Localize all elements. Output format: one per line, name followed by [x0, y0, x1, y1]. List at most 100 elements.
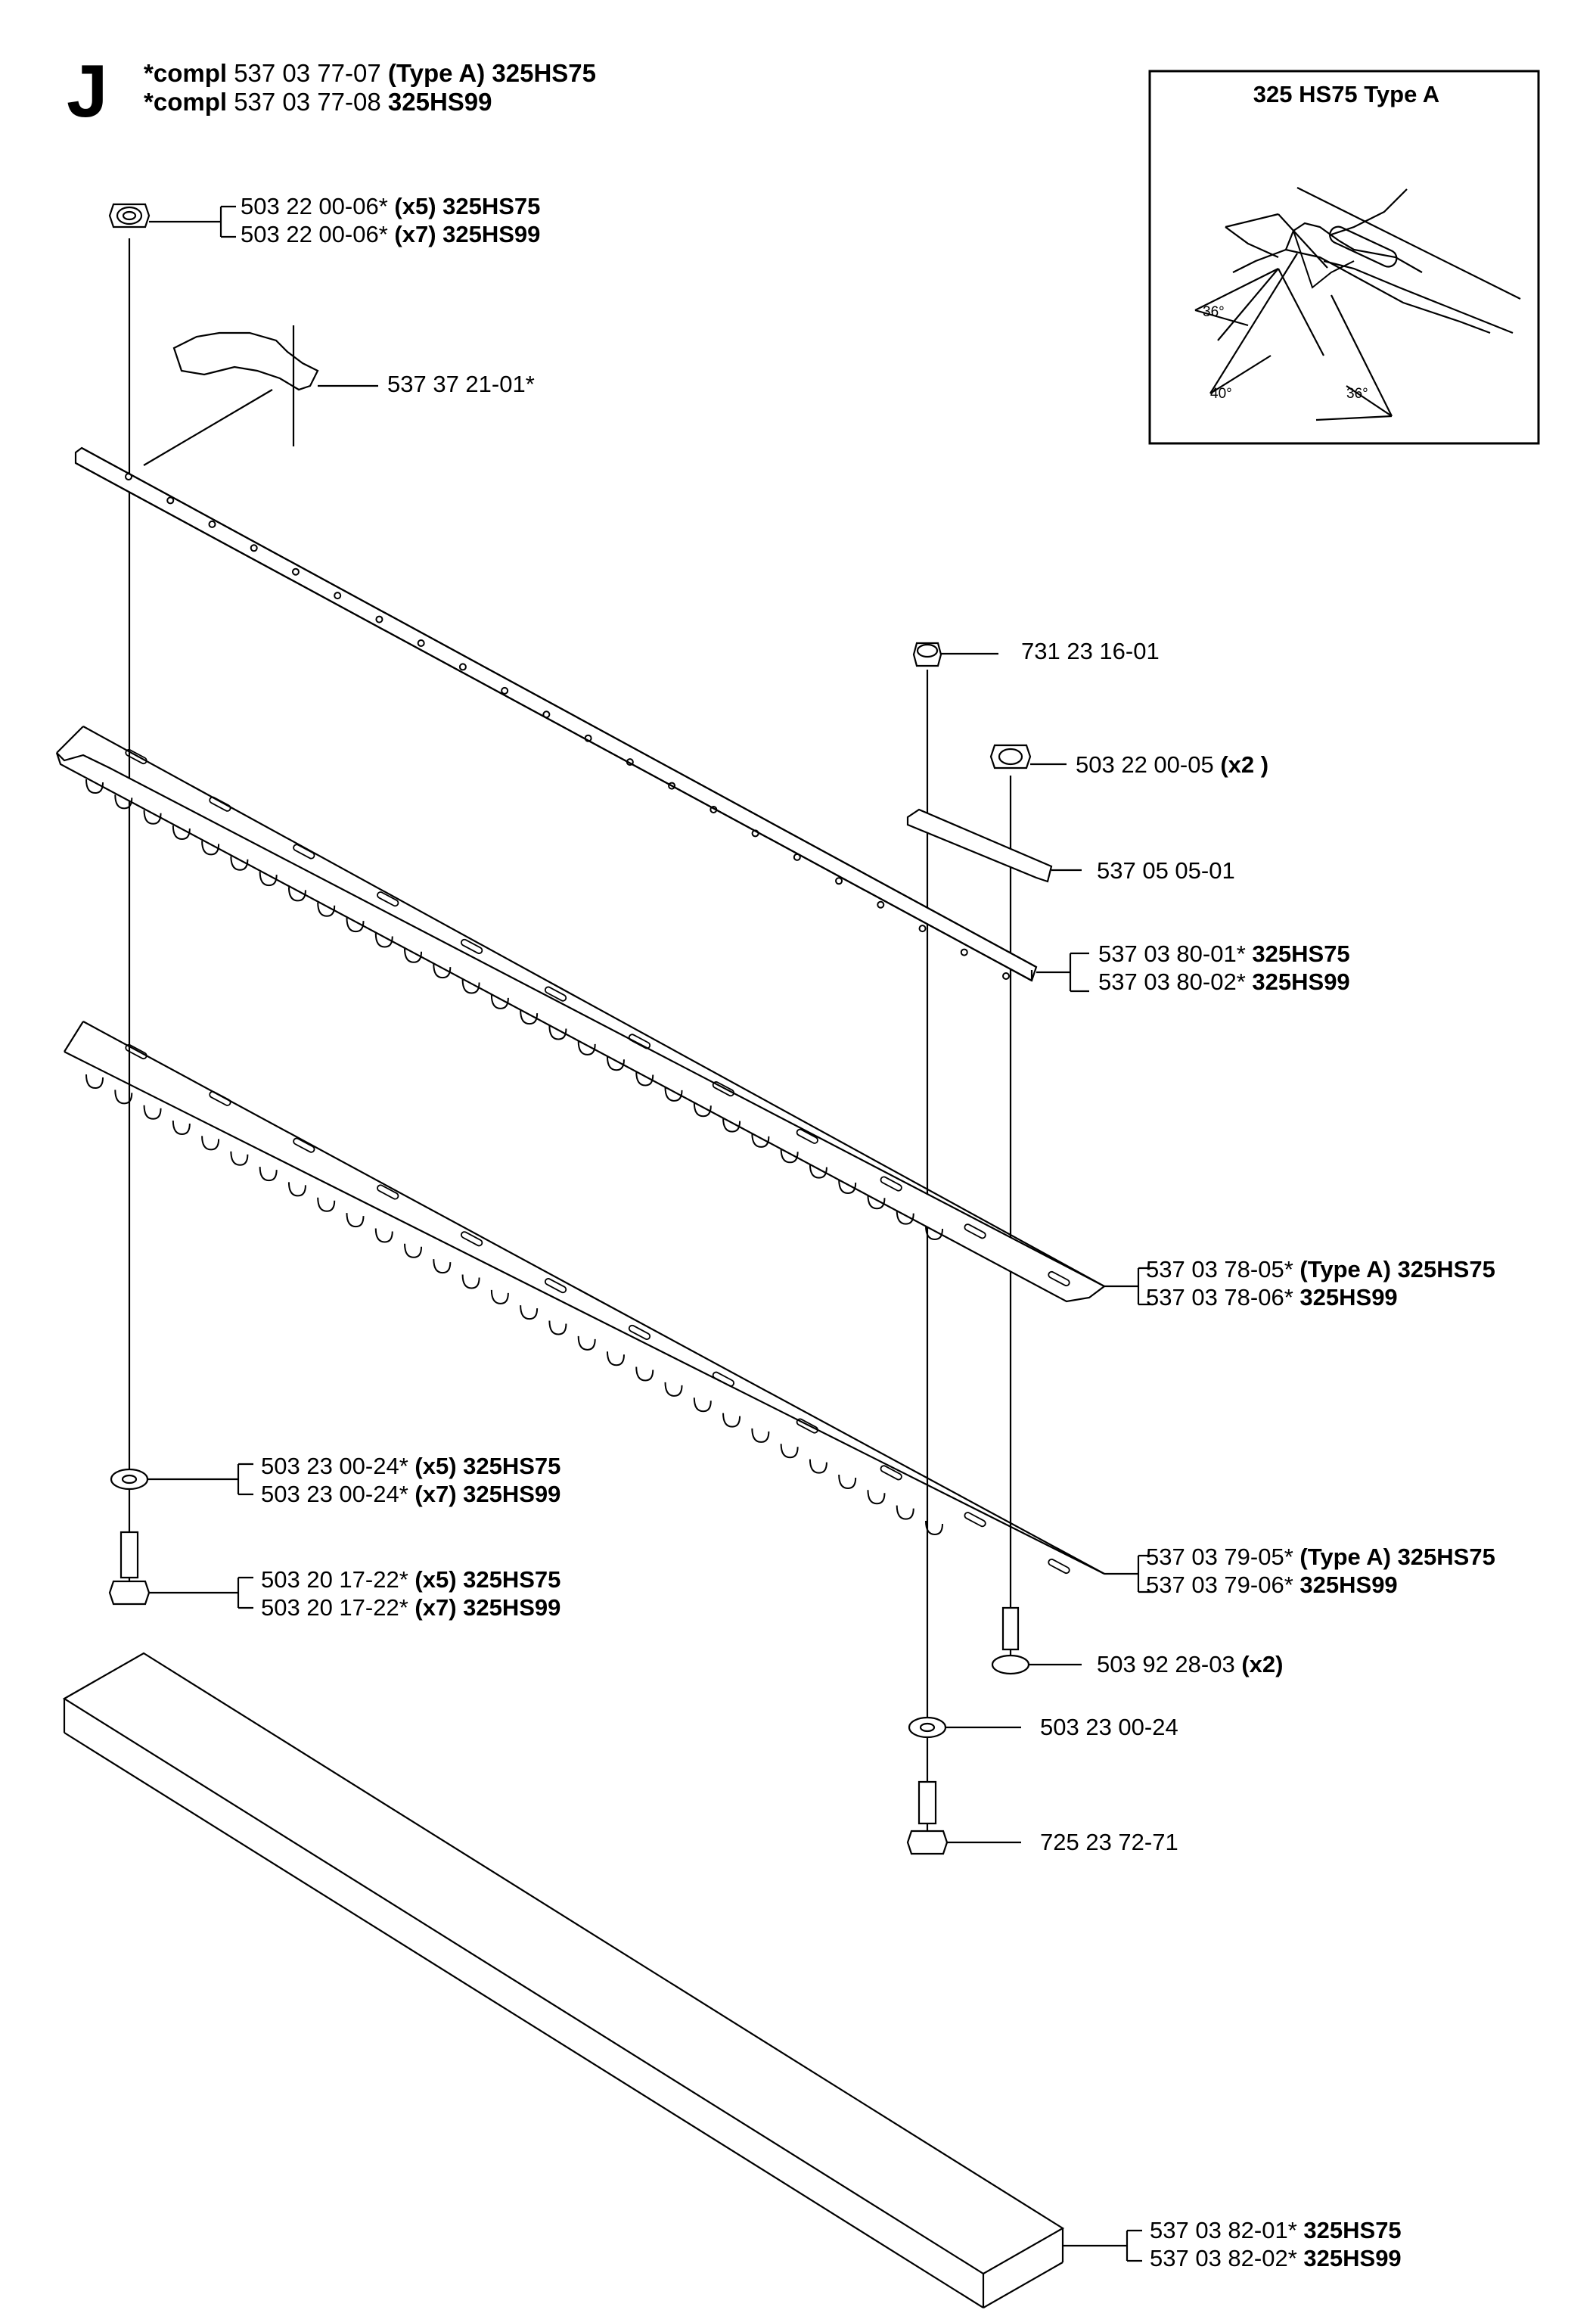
part-label: 537 03 78-06* 325HS99 — [1146, 1284, 1398, 1310]
connecting-plate — [906, 808, 1082, 883]
blade-slot — [880, 1176, 902, 1192]
blade-tooth — [780, 1149, 799, 1164]
header-line-1: *compl 537 03 77-07 (Type A) 325HS75 — [144, 59, 596, 87]
support-bar — [74, 446, 1089, 993]
part-label: 537 03 80-02* 325HS99 — [1098, 968, 1350, 995]
blade-slot — [964, 1512, 986, 1528]
upper-cutter-blade — [55, 726, 1154, 1306]
part-label: 537 03 80-01* 325HS75 — [1098, 940, 1350, 967]
blade-tooth — [693, 1398, 712, 1413]
screw-right — [991, 1606, 1082, 1675]
blade-tooth — [230, 856, 249, 871]
part-label: 503 23 00-24* (x5) 325HS75 — [261, 1453, 561, 1479]
blade-tooth — [259, 1167, 278, 1182]
blade-tooth — [606, 1351, 625, 1366]
bar-hole — [793, 853, 801, 861]
blade-tooth — [664, 1087, 683, 1102]
lower-cutter-blade — [64, 1021, 1154, 1593]
blade-tooth — [664, 1382, 683, 1397]
blade-tooth — [287, 1182, 306, 1197]
part-label: 537 03 78-05* (Type A) 325HS75 — [1146, 1256, 1495, 1282]
blade-tooth — [433, 964, 452, 979]
blade-slot — [628, 1034, 651, 1049]
blade-tooth — [722, 1413, 741, 1428]
bar-hole — [166, 496, 175, 505]
bar-hole — [291, 567, 300, 576]
part-label: 537 03 79-05* (Type A) 325HS75 — [1146, 1544, 1495, 1570]
bar-hole — [501, 686, 509, 695]
blade-slot — [209, 796, 231, 812]
blade-tooth — [230, 1151, 249, 1166]
bar-hole — [960, 948, 968, 956]
blade-slot — [293, 844, 315, 860]
blade-tooth — [85, 779, 104, 794]
blade-tooth — [896, 1505, 914, 1520]
washer-right — [908, 1716, 1021, 1739]
blade-tooth — [490, 1289, 509, 1304]
blade-tooth — [838, 1474, 857, 1489]
blade-tooth — [85, 1074, 104, 1090]
bar-hole — [668, 782, 676, 790]
blade-slot — [377, 891, 399, 907]
blade-tooth — [317, 1197, 336, 1212]
bar-hole — [584, 734, 592, 742]
bar-hole — [208, 520, 216, 528]
bar-hole — [458, 663, 467, 671]
blade-slot — [377, 1184, 399, 1200]
blade-tooth — [520, 1010, 539, 1025]
bar-hole — [918, 925, 927, 933]
blade-slot — [880, 1465, 902, 1481]
blade-slot — [544, 986, 567, 1002]
blade-tooth — [461, 1274, 480, 1289]
blade-tooth — [867, 1195, 886, 1210]
blade-tooth — [461, 979, 480, 994]
section-letter: J — [67, 49, 108, 132]
blade-slot — [796, 1418, 818, 1434]
bar-hole — [751, 829, 759, 838]
bar-hole — [334, 592, 342, 600]
blade-tooth — [317, 902, 336, 917]
blade-tooth — [635, 1366, 654, 1382]
part-label: 503 22 00-06* (x7) 325HS99 — [241, 221, 541, 247]
blade-slot — [544, 1278, 567, 1294]
part-label: 503 23 00-24* (x7) 325HS99 — [261, 1481, 561, 1507]
bar-hole — [417, 639, 425, 647]
blade-slot — [461, 938, 483, 954]
nut-503-05 — [989, 744, 1067, 769]
blade-cover — [62, 1652, 1142, 2308]
blade-slot — [964, 1223, 986, 1239]
part-label: 731 23 16-01 — [1021, 638, 1160, 664]
blade-tooth — [780, 1444, 799, 1459]
blade-slot — [712, 1081, 734, 1097]
blade-tooth — [404, 1243, 423, 1258]
blade-tooth — [143, 1105, 162, 1120]
blade-slot — [1048, 1270, 1070, 1287]
blade-tooth — [925, 1520, 943, 1536]
screw-left — [108, 1531, 253, 1609]
blade-tooth — [287, 887, 306, 902]
inset-title: 325 HS75 Type A — [1253, 81, 1440, 107]
angle-label: 40° — [1210, 386, 1232, 402]
blade-tooth — [374, 933, 393, 948]
blade-tooth — [722, 1118, 741, 1133]
blade-slot — [796, 1128, 818, 1144]
bar-hole — [835, 877, 843, 885]
blade-tooth — [838, 1179, 857, 1194]
blade-tooth — [693, 1102, 712, 1118]
washer-left — [110, 1463, 253, 1496]
blade-tooth — [809, 1164, 827, 1179]
part-label: 503 92 28-03 (x2) — [1097, 1651, 1284, 1677]
blade-slot — [712, 1371, 734, 1387]
bar-hole — [626, 758, 634, 766]
blade-tooth — [143, 810, 162, 825]
part-label: 503 20 17-22* (x5) 325HS75 — [261, 1566, 561, 1593]
blade-tooth — [172, 1121, 191, 1136]
blade-tooth — [114, 1090, 133, 1105]
blade-tooth — [809, 1459, 827, 1474]
bar-hole — [1002, 972, 1010, 980]
nut-731 — [912, 642, 998, 667]
bar-hole — [710, 806, 718, 813]
bar-hole — [542, 710, 551, 719]
part-label: 537 05 05-01 — [1097, 857, 1235, 884]
